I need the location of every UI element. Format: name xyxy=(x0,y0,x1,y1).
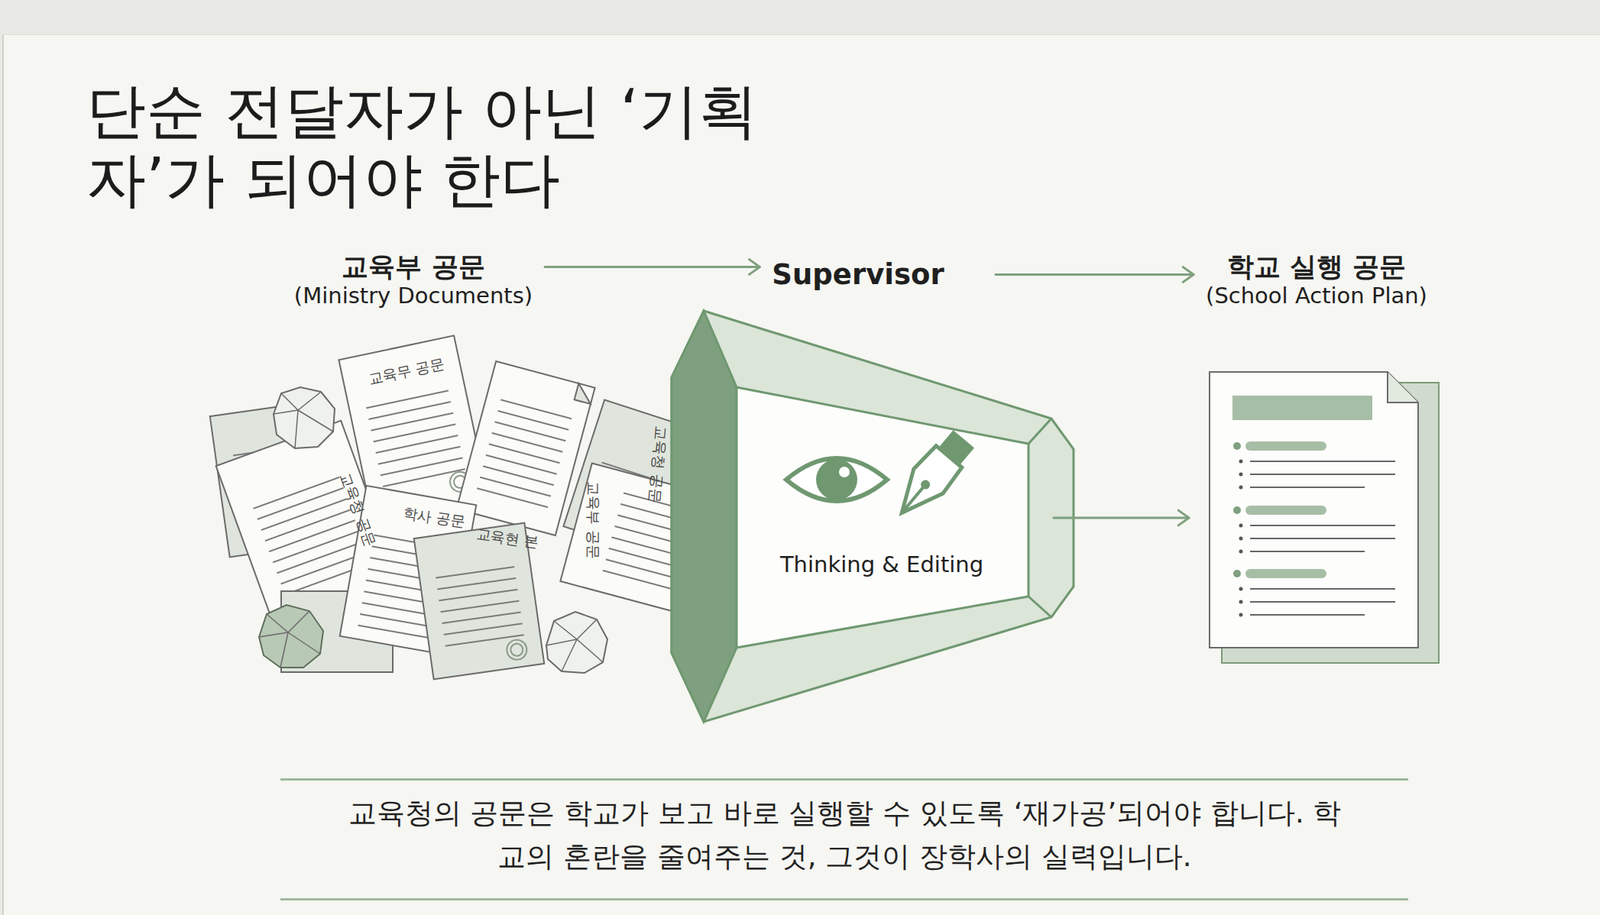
supervisor-funnel xyxy=(671,252,1077,723)
diagram-caption: 교육청의 공문은 학교가 보고 바로 실행할 수 있도록 ‘재가공’되어야 합니… xyxy=(346,791,1344,880)
paper-label: 교육부 공문 xyxy=(582,481,603,559)
school-action-plan-node: 학교 실행 공문(School Action Plan) xyxy=(1184,244,1448,673)
arrow-line xyxy=(544,265,760,269)
node-heading: 교육부 공문 xyxy=(341,249,485,286)
arrow-line xyxy=(995,273,1194,276)
flow-arrow xyxy=(995,267,1194,283)
arrow-head xyxy=(1182,267,1194,283)
divider-rule xyxy=(280,898,1409,901)
node-subtext: (School Action Plan) xyxy=(1205,282,1428,309)
node-subtext: Thinking & Editing xyxy=(780,551,984,578)
node-heading: 학교 실행 공문 xyxy=(1227,249,1406,286)
diagram-title: 단순 전달자가 아닌 ‘기획자’가 되어야 한다 xyxy=(86,76,799,215)
node-heading: Supervisor xyxy=(771,258,944,292)
divider-rule xyxy=(280,778,1409,781)
flow-arrow xyxy=(1053,510,1189,526)
action-plan-document xyxy=(1184,244,1448,673)
arrow-head xyxy=(1178,510,1189,526)
arrow-head xyxy=(749,259,761,276)
flow-arrow xyxy=(544,259,760,276)
arrow-line xyxy=(1053,517,1189,520)
supervisor-funnel-node: SupervisorThinking & Editing xyxy=(671,252,1077,723)
node-subtext: (Ministry Documents) xyxy=(294,282,533,309)
